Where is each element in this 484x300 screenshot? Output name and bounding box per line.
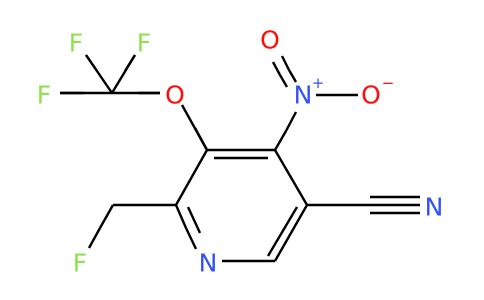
nitrile-triple-bond — [370, 195, 420, 215]
atom-f-cf3-top-left: F — [69, 29, 83, 58]
atom-n-nitro: N — [294, 81, 313, 110]
ring-bond-n-c2-inner — [186, 206, 202, 234]
atom-n-nitro-charge: + — [312, 74, 325, 92]
bond-o-ring-black — [193, 127, 209, 151]
atom-o-nitro-double: O — [260, 26, 280, 55]
ring-bond-n-c2-black — [174, 204, 188, 229]
bond-ch2-f-color — [87, 227, 102, 249]
atom-f-cf3-left: F — [37, 81, 51, 110]
bond-n-o-nitro-1-color — [280, 55, 291, 71]
bond-n-o-nitro-1 — [287, 69, 298, 83]
bond-c4-n-nitro-color — [284, 111, 298, 132]
atom-o-nitro-minus: O — [361, 81, 381, 110]
ring-bond-c5-c6-inner — [266, 206, 299, 257]
atom-f-fluoromethyl: F — [73, 249, 87, 278]
bond-n-o-nitro-2 — [278, 74, 289, 88]
trifluoromethyl-bonds — [60, 54, 160, 95]
atom-o-nitro-minus-charge: − — [382, 74, 395, 92]
bond-cf3-f-top-right-color — [123, 54, 137, 72]
atom-f-cf3-top-right: F — [137, 29, 151, 58]
atom-o-ether: O — [165, 81, 185, 110]
ring-bond-n-c2 — [184, 227, 198, 250]
atom-n-nitrile: N — [425, 193, 444, 222]
ring-bond-c5-c6 — [273, 204, 309, 262]
bond-c4-n-nitro — [273, 130, 288, 151]
bond-cf3-f-top-left-color — [85, 54, 98, 72]
ring-bond-c2-c3 — [174, 149, 209, 206]
bond-ch2-f — [98, 204, 115, 229]
bond-n-o-nitro-2-color — [271, 61, 282, 76]
ring-bond-c4-c5 — [273, 149, 309, 206]
pyridine-ring — [174, 148, 309, 263]
atom-n-ring: N — [199, 249, 218, 278]
